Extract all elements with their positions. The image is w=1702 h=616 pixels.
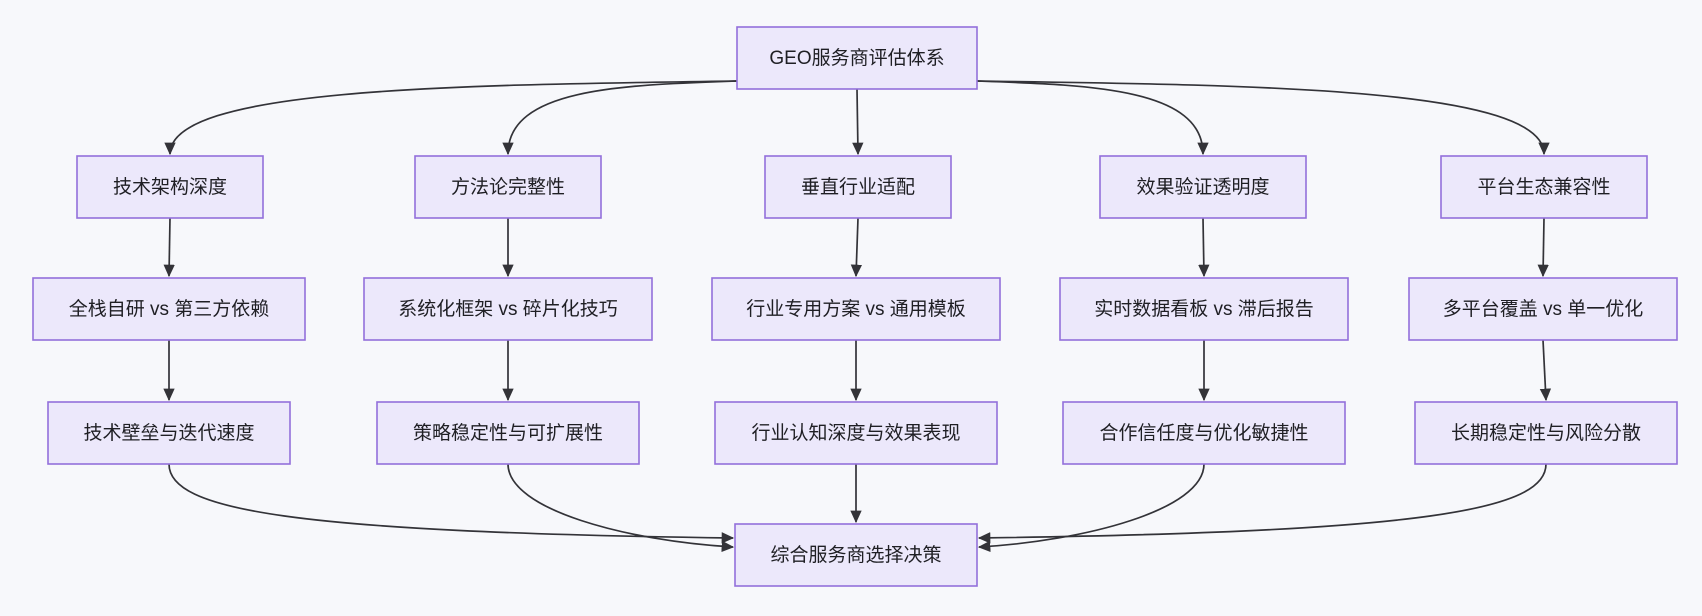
edge-col1-outcome-to-final	[168, 463, 735, 544]
edge-root-to-col1	[164, 80, 738, 156]
node-col3-criterion[interactable]: 垂直行业适配	[764, 155, 952, 219]
node-col1-tradeoff-box	[32, 277, 306, 341]
node-col5-outcome-label: 长期稳定性与风险分散	[1451, 422, 1641, 444]
node-col4-tradeoff-label: 实时数据看板 vs 滞后报告	[1094, 298, 1314, 320]
edge-root-to-col5	[976, 80, 1550, 156]
node-root-label: GEO服务商评估体系	[769, 47, 944, 69]
node-col3-tradeoff-label: 行业专用方案 vs 通用模板	[746, 298, 966, 320]
edge-col2-outcome-to-final	[507, 463, 735, 553]
node-col2-outcome-box	[376, 401, 640, 465]
node-col2-tradeoff-label: 系统化框架 vs 碎片化技巧	[398, 298, 618, 320]
edge-root-to-col2	[502, 80, 738, 156]
node-col1-outcome-box	[47, 401, 291, 465]
node-col3-tradeoff-box	[711, 277, 1001, 341]
edge-layer	[163, 80, 1552, 553]
node-col2-criterion-label: 方法论完整性	[451, 176, 565, 198]
node-col4-tradeoff-box	[1059, 277, 1349, 341]
node-col1-criterion-label: 技术架构深度	[113, 176, 227, 198]
node-col5-tradeoff[interactable]: 多平台覆盖 vs 单一优化	[1408, 277, 1678, 341]
node-col3-criterion-box	[764, 155, 952, 219]
node-col5-tradeoff-box	[1408, 277, 1678, 341]
node-col3-criterion-label: 垂直行业适配	[801, 176, 915, 198]
node-col3-outcome-label: 行业认知深度与效果表现	[751, 422, 960, 444]
node-final-box	[734, 523, 978, 587]
node-col4-tradeoff[interactable]: 实时数据看板 vs 滞后报告	[1059, 277, 1349, 341]
node-col5-criterion-box	[1440, 155, 1648, 219]
node-col4-outcome-label: 合作信任度与优化敏捷性	[1099, 422, 1308, 444]
node-col5-outcome-box	[1414, 401, 1678, 465]
node-col5-criterion-label: 平台生态兼容性	[1477, 176, 1610, 198]
node-col1-tradeoff-label: 全栈自研 vs 第三方依赖	[69, 298, 270, 320]
node-col2-outcome[interactable]: 策略稳定性与可扩展性	[376, 401, 640, 465]
edge-root-to-col3	[852, 88, 864, 156]
node-col2-criterion[interactable]: 方法论完整性	[414, 155, 602, 219]
node-col3-outcome[interactable]: 行业认知深度与效果表现	[714, 401, 998, 465]
node-col4-criterion-label: 效果验证透明度	[1136, 176, 1269, 198]
node-col4-criterion[interactable]: 效果验证透明度	[1099, 155, 1307, 219]
edge-root-to-col4	[976, 80, 1209, 156]
node-root[interactable]: GEO服务商评估体系	[736, 26, 978, 90]
edge-col1-criterion-to-tradeoff	[163, 217, 175, 278]
edge-col5-tradeoff-to-outcome	[1539, 339, 1552, 402]
node-final[interactable]: 综合服务商选择决策	[734, 523, 978, 587]
node-root-box	[736, 26, 978, 90]
node-col4-outcome-box	[1062, 401, 1346, 465]
node-col4-criterion-box	[1099, 155, 1307, 219]
node-col1-tradeoff[interactable]: 全栈自研 vs 第三方依赖	[32, 277, 306, 341]
edge-col4-outcome-to-final	[977, 463, 1205, 553]
node-col1-outcome[interactable]: 技术壁垒与迭代速度	[47, 401, 291, 465]
node-col2-outcome-label: 策略稳定性与可扩展性	[413, 422, 603, 444]
node-col5-tradeoff-label: 多平台覆盖 vs 单一优化	[1443, 298, 1644, 320]
node-col3-tradeoff[interactable]: 行业专用方案 vs 通用模板	[711, 277, 1001, 341]
node-col1-criterion[interactable]: 技术架构深度	[76, 155, 264, 219]
node-col5-criterion[interactable]: 平台生态兼容性	[1440, 155, 1648, 219]
node-col4-outcome[interactable]: 合作信任度与优化敏捷性	[1062, 401, 1346, 465]
edge-col4-criterion-to-tradeoff	[1198, 217, 1210, 278]
edge-col5-outcome-to-final	[977, 463, 1547, 544]
node-col1-outcome-label: 技术壁垒与迭代速度	[83, 422, 254, 444]
edge-col3-criterion-to-tradeoff	[850, 217, 863, 278]
node-col5-outcome[interactable]: 长期稳定性与风险分散	[1414, 401, 1678, 465]
node-final-label: 综合服务商选择决策	[770, 544, 941, 566]
node-col1-criterion-box	[76, 155, 264, 219]
node-col3-outcome-box	[714, 401, 998, 465]
node-col2-criterion-box	[414, 155, 602, 219]
node-col2-tradeoff[interactable]: 系统化框架 vs 碎片化技巧	[363, 277, 653, 341]
node-col2-tradeoff-box	[363, 277, 653, 341]
edge-col5-criterion-to-tradeoff	[1537, 217, 1549, 278]
